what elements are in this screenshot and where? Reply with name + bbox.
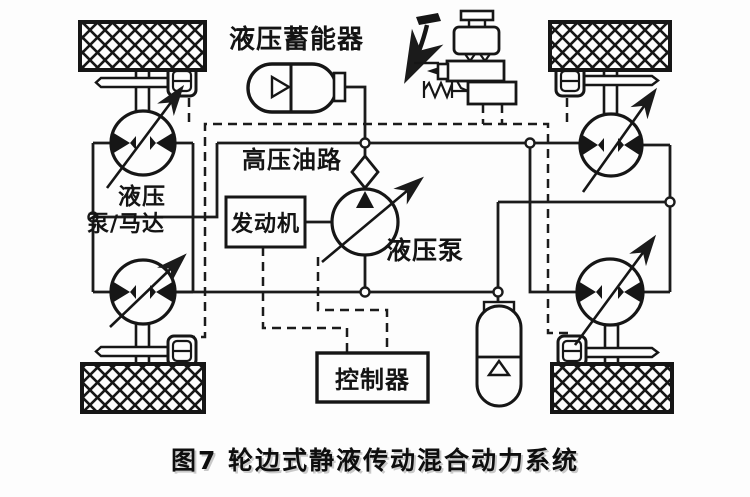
junction-node bbox=[359, 286, 371, 298]
engine-box bbox=[224, 195, 307, 249]
engine-label: 发动机 bbox=[230, 212, 300, 237]
axle-shaft bbox=[603, 323, 620, 367]
wheel-rear-left bbox=[80, 362, 206, 414]
brake-pedal-arm-icon bbox=[404, 24, 444, 84]
wheel-front-right bbox=[548, 20, 672, 72]
pump-motor-rear-right bbox=[573, 234, 657, 346]
accumulator-label: 液压蓄能器 bbox=[229, 25, 365, 55]
control-line-pump-to-controller bbox=[316, 257, 389, 353]
brake-pedal-pad-icon bbox=[416, 13, 441, 25]
tank-level-triangle bbox=[486, 358, 512, 377]
junction-nodes bbox=[87, 137, 676, 298]
hydraulic-accumulator-symbol bbox=[246, 62, 347, 114]
wheel-front-left bbox=[78, 20, 207, 72]
control-dashed-lines bbox=[186, 98, 572, 353]
junction-node bbox=[87, 211, 99, 223]
controller-box bbox=[315, 351, 430, 404]
left-loop-stubs bbox=[93, 141, 193, 294]
pump-motor-front-right bbox=[578, 87, 658, 193]
spring-icon bbox=[422, 80, 468, 100]
reservoir-tank-symbol bbox=[475, 300, 523, 408]
control-line-engine-to-controller bbox=[261, 247, 349, 353]
main-hydraulic-pump-symbol bbox=[321, 176, 424, 263]
hydraulic-pump-label: 液压泵 bbox=[386, 236, 465, 265]
figure-caption: 图7 轮边式静液传动混合动力系统 bbox=[170, 446, 580, 475]
junction-node bbox=[492, 286, 504, 298]
junction-node bbox=[524, 137, 536, 149]
wheel-pump-motor-label-line2: 泵/马达 bbox=[87, 212, 166, 237]
hydraulic-lines bbox=[91, 85, 672, 307]
reservoir-cap bbox=[459, 9, 495, 22]
wheel-brake-hub bbox=[556, 334, 588, 368]
pump-motor-front-left bbox=[105, 84, 185, 189]
right-riser bbox=[528, 143, 577, 294]
axle-shaft bbox=[134, 68, 151, 114]
control-line-left-loop bbox=[186, 122, 572, 339]
fluid-reservoir bbox=[452, 25, 501, 56]
wheel-brake-hub bbox=[166, 334, 198, 368]
wheel-pump-motor-label-line1: 液压 bbox=[118, 184, 166, 210]
accumulator-gas-triangle bbox=[270, 74, 292, 100]
accumulator-line bbox=[345, 85, 367, 156]
junction-node bbox=[359, 137, 371, 149]
pump-motor-rear-left bbox=[109, 253, 187, 328]
right-loop-stubs bbox=[642, 143, 670, 294]
axle-shaft bbox=[134, 320, 151, 367]
junction-node bbox=[664, 196, 676, 208]
controller-label: 控制器 bbox=[335, 366, 410, 394]
wheel-rear-right bbox=[550, 362, 674, 414]
high-pressure-line-label: 高压油路 bbox=[242, 146, 342, 174]
accumulator-port bbox=[332, 71, 347, 103]
small-return-arrow-icon bbox=[427, 67, 439, 75]
brake-valve-box bbox=[466, 80, 518, 106]
master-cylinder-icon bbox=[445, 59, 506, 83]
left-branch-riser bbox=[93, 143, 219, 219]
check-valve-icon bbox=[350, 153, 380, 191]
wheel-pump-motor-symbols bbox=[105, 84, 658, 346]
wheels-and-axles bbox=[78, 20, 674, 414]
brake-valve-assembly bbox=[404, 9, 518, 106]
